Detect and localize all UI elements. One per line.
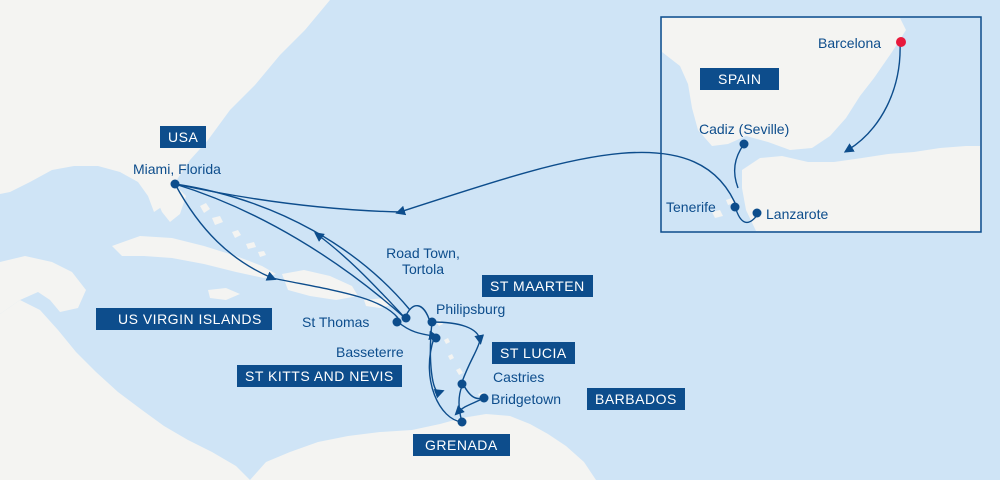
route-basseterre-to-grenada xyxy=(428,337,463,423)
port-dot-barcelona[interactable] xyxy=(896,37,906,47)
port-label-road-town-line2: Tortola xyxy=(401,261,445,277)
africa-land xyxy=(742,146,980,231)
port-label-st-thomas: St Thomas xyxy=(302,314,370,330)
route-lanzarote-to-atlantic xyxy=(395,151,739,216)
country-label-usa: USA xyxy=(160,126,207,148)
port-label-barcelona: Barcelona xyxy=(818,35,882,51)
port-dot-bridgetown[interactable] xyxy=(479,393,489,403)
route-barcelona-to-cadiz xyxy=(843,41,901,153)
port-label-tenerife: Tenerife xyxy=(666,199,716,215)
port-label-basseterre: Basseterre xyxy=(336,344,404,360)
cuba-land xyxy=(112,236,276,278)
jamaica-land xyxy=(208,288,240,300)
hispaniola-land xyxy=(282,270,358,300)
country-label-st-kitts-and-nevis: ST KITTS AND NEVIS xyxy=(237,365,402,387)
port-dot-cadiz[interactable] xyxy=(739,139,749,149)
port-label-cadiz: Cadiz (Seville) xyxy=(699,121,790,137)
route-philipsburg-to-grenada xyxy=(429,321,445,399)
port-label-miami: Miami, Florida xyxy=(133,161,221,177)
port-dot-miami[interactable] xyxy=(170,179,180,189)
port-label-road-town: Road Town, Tortola xyxy=(380,245,466,277)
port-label-lanzarote: Lanzarote xyxy=(766,206,829,222)
mexico-land xyxy=(0,256,86,314)
lesser-antilles-land xyxy=(436,320,487,399)
north-america-land xyxy=(0,0,330,212)
route-grenada-to-castries xyxy=(458,385,463,423)
florida-land xyxy=(150,180,186,222)
canary-islands-land xyxy=(712,186,788,218)
port-label-road-town-line1: Road Town, xyxy=(386,245,460,261)
country-label-spain: SPAIN xyxy=(700,68,780,90)
port-dot-st-thomas[interactable] xyxy=(392,317,402,327)
port-label-bridgetown: Bridgetown xyxy=(491,391,562,407)
bahamas-land xyxy=(200,203,266,257)
route-philipsburg-to-st-lucia xyxy=(431,321,485,345)
port-dot-grenada[interactable] xyxy=(457,417,467,427)
country-label-grenada: GRENADA xyxy=(413,434,510,456)
port-label-castries: Castries xyxy=(493,369,545,385)
port-label-philipsburg: Philipsburg xyxy=(436,301,506,317)
country-label-barbados: BARBADOS xyxy=(587,388,685,410)
central-america-land xyxy=(0,300,250,480)
port-dot-lanzarote[interactable] xyxy=(752,208,762,218)
route-miami-return xyxy=(174,183,411,311)
route-road-town-to-miami xyxy=(314,232,406,319)
country-label-st-lucia: ST LUCIA xyxy=(492,342,575,364)
country-label-us-virgin-islands: US VIRGIN ISLANDS xyxy=(96,308,272,330)
country-label-st-maarten: ST MAARTEN xyxy=(482,275,593,297)
route-caribbean-to-st-thomas xyxy=(271,277,399,319)
port-dot-philipsburg[interactable] xyxy=(427,317,437,327)
port-dot-castries[interactable] xyxy=(457,379,467,389)
port-dot-tenerife[interactable] xyxy=(730,202,740,212)
route-castries-to-st-lucia xyxy=(461,339,481,383)
route-miami-to-road-town xyxy=(174,183,406,319)
port-dot-basseterre[interactable] xyxy=(431,333,441,343)
port-dot-road-town[interactable] xyxy=(401,313,411,323)
route-miami-to-caribbean xyxy=(174,183,277,281)
iberia-land xyxy=(662,18,906,150)
